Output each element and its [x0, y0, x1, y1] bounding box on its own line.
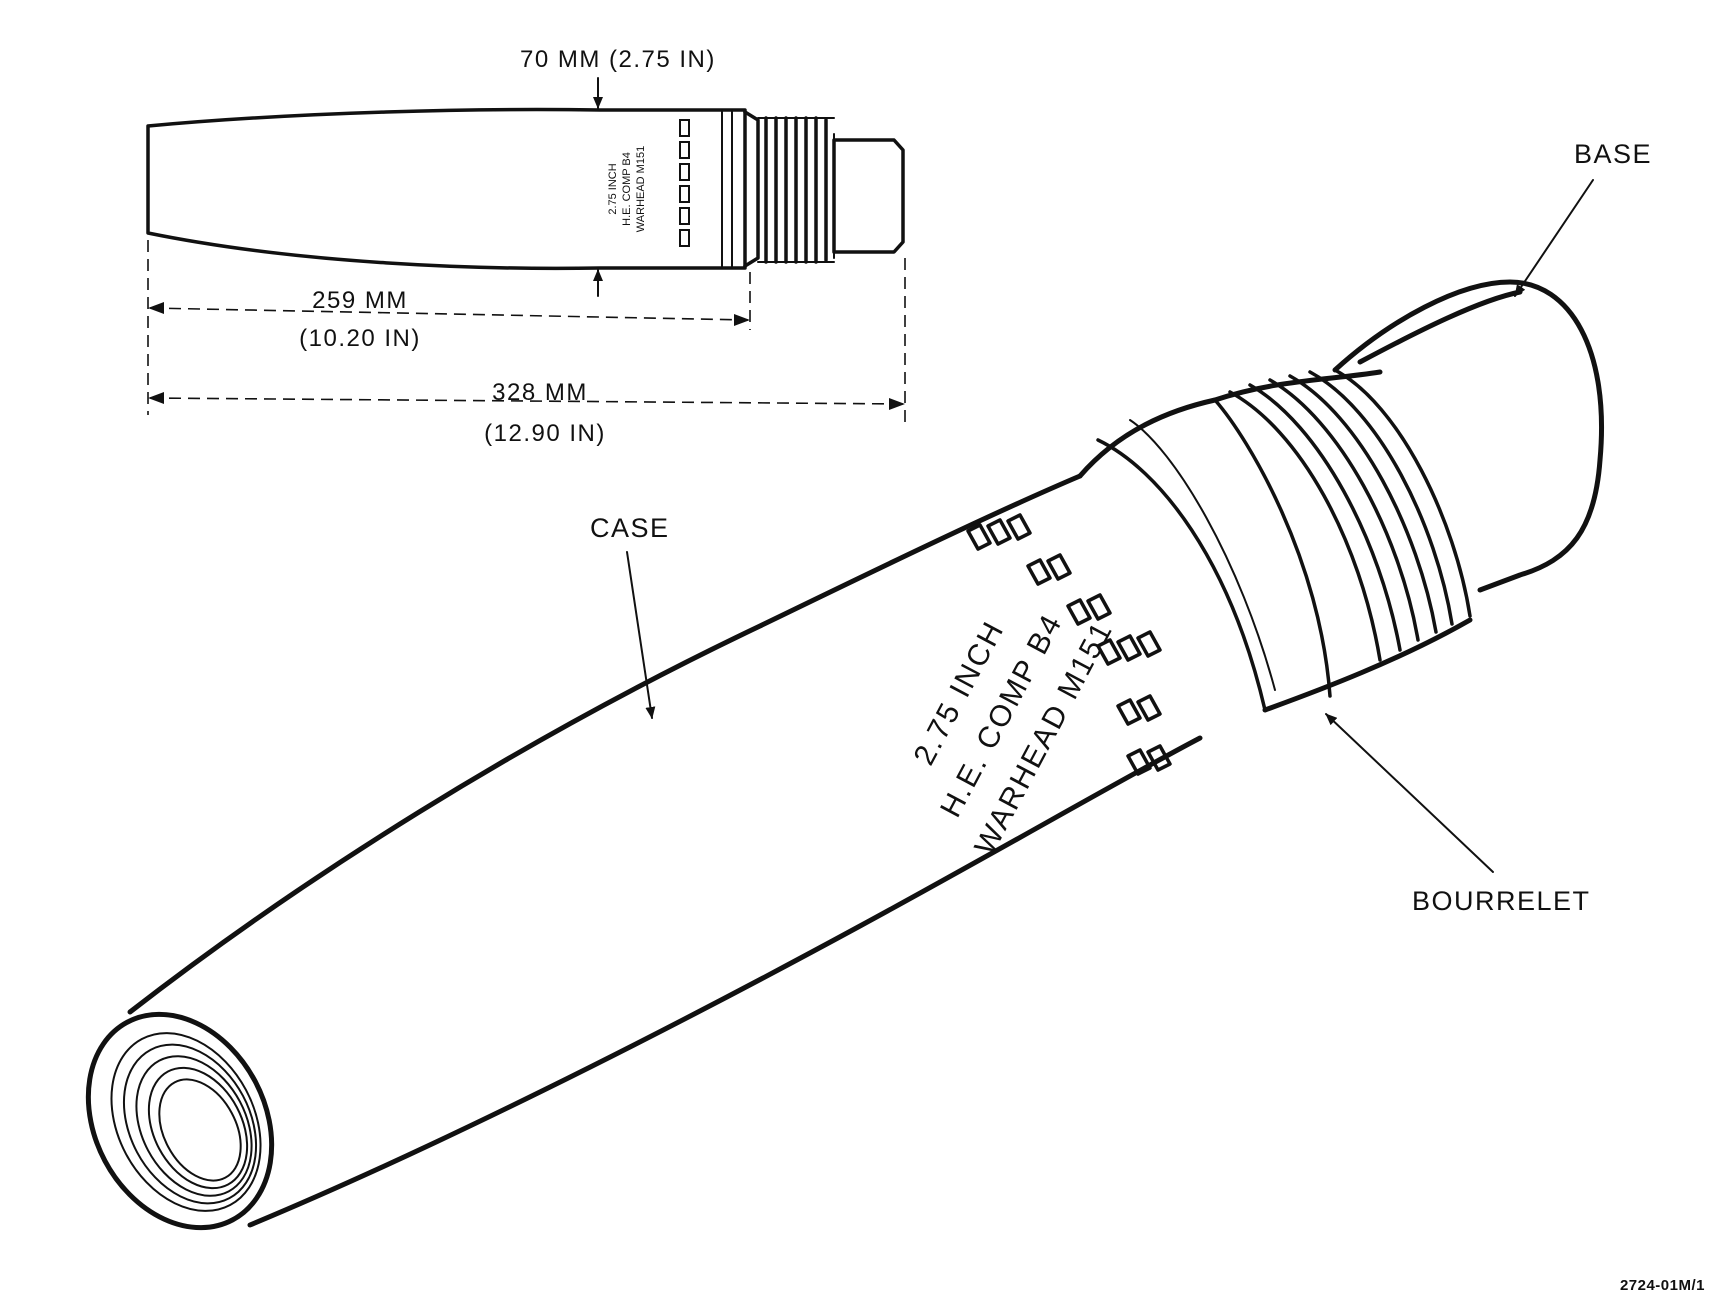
iso-lot-boxes	[966, 513, 1172, 776]
overall-length-in: (12.90 IN)	[484, 420, 606, 447]
svg-text:2.75 INCH: 2.75 INCH	[607, 163, 619, 214]
body-length-in: (10.20 IN)	[299, 325, 421, 352]
side-view: 2.75 INCH H.E. COMP B4 WARHEAD M151	[146, 107, 905, 271]
callout-case: CASE	[590, 513, 670, 543]
side-view-threads	[757, 116, 835, 264]
overall-length-mm: 328 MM	[492, 379, 588, 406]
diameter-label: 70 MM (2.75 IN)	[520, 46, 716, 73]
callouts: BASE CASE BOURRELET	[590, 139, 1652, 916]
svg-text:H.E. COMP B4: H.E. COMP B4	[621, 152, 633, 226]
callout-base: BASE	[1574, 139, 1652, 169]
side-view-lot-boxes	[679, 119, 690, 247]
iso-bourrelet	[1077, 397, 1218, 479]
svg-text:WARHEAD M151: WARHEAD M151	[635, 146, 647, 232]
body-length-mm: 259 MM	[312, 287, 408, 314]
side-view-base	[832, 138, 905, 254]
iso-threads	[1212, 368, 1473, 713]
dimensions: 70 MM (2.75 IN) 259 MM (10.20 IN) 328 MM…	[147, 46, 906, 447]
isometric-view: 2.75 INCH H.E. COMP B4 WARHEAD M151	[85, 279, 1604, 1231]
side-view-marking: 2.75 INCH H.E. COMP B4 WARHEAD M151	[607, 146, 647, 232]
iso-case-outline	[127, 473, 1203, 1228]
figure-id: 2724-01M/1	[1620, 1277, 1705, 1294]
iso-base	[1332, 279, 1604, 593]
callout-bourrelet: BOURRELET	[1412, 886, 1591, 916]
iso-marking: 2.75 INCH H.E. COMP B4 WARHEAD M151	[908, 608, 1120, 860]
nose-opening	[85, 1011, 275, 1231]
side-view-case-outline	[146, 107, 747, 271]
